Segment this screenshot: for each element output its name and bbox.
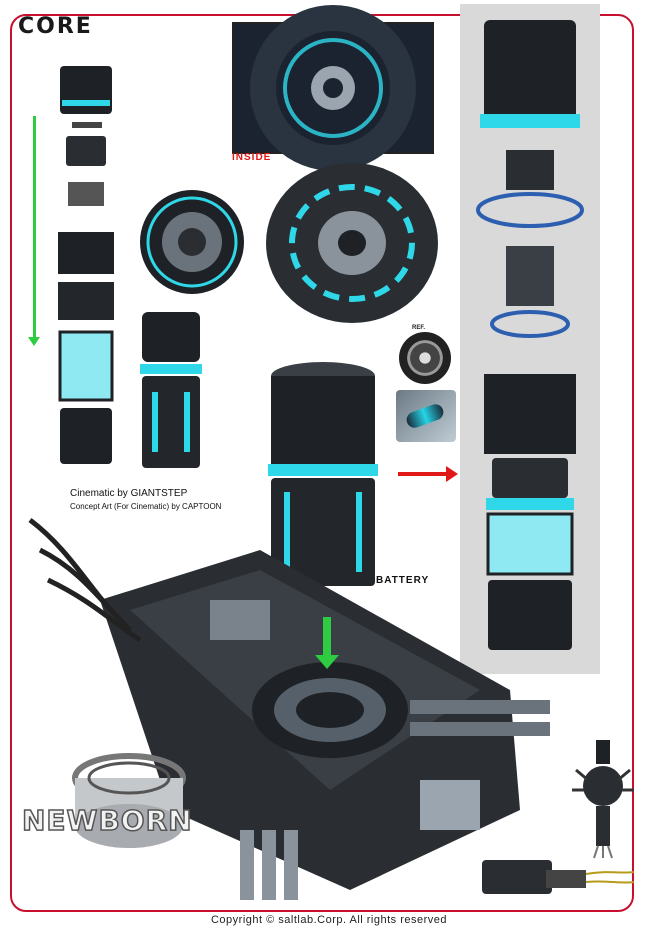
part-bracket [58, 232, 114, 274]
reference-label: REF. [412, 325, 426, 331]
newborn-logo: NEWBORN [21, 803, 193, 838]
part-bracket-lower [58, 282, 114, 320]
red-pointer-arrow [398, 466, 458, 482]
copyright-notice: Copyright © saltlab.Corp. All rights res… [210, 914, 448, 926]
assembly-direction-arrow [28, 116, 40, 346]
battery-label: BATTERY [376, 575, 430, 586]
core-mount-render [572, 740, 634, 859]
part-ring-thin [72, 122, 102, 128]
credit-cinematic: Cinematic by GIANTSTEP [70, 488, 188, 499]
part-glow-sleeve [58, 330, 114, 402]
exploded-parts-column [58, 66, 114, 464]
part-top-cap [60, 66, 112, 114]
exploded-view-column [476, 20, 584, 650]
battery-render [268, 362, 378, 586]
part-base [60, 408, 112, 464]
dock-station-render [28, 518, 550, 900]
credit-concept-art: Concept Art (For Cinematic) by CAPTOON [70, 502, 222, 511]
inside-ring-render [250, 5, 416, 171]
reference-disc-image [399, 332, 451, 384]
part-top-cap-glow [62, 100, 110, 106]
reference-battery-image [396, 390, 456, 442]
green-insert-arrow [315, 617, 339, 669]
inside-label: INSIDE [232, 152, 272, 163]
part-coil [66, 136, 106, 166]
core-ring-angled [266, 163, 438, 323]
sheet-title: CORE [18, 14, 93, 39]
part-spring [68, 182, 104, 206]
core-ring-front [140, 190, 244, 294]
cable-connector-render [482, 860, 635, 894]
core-assembled-small [140, 312, 202, 468]
inside-view-image [232, 5, 434, 171]
bearing-ring-render [72, 753, 186, 848]
